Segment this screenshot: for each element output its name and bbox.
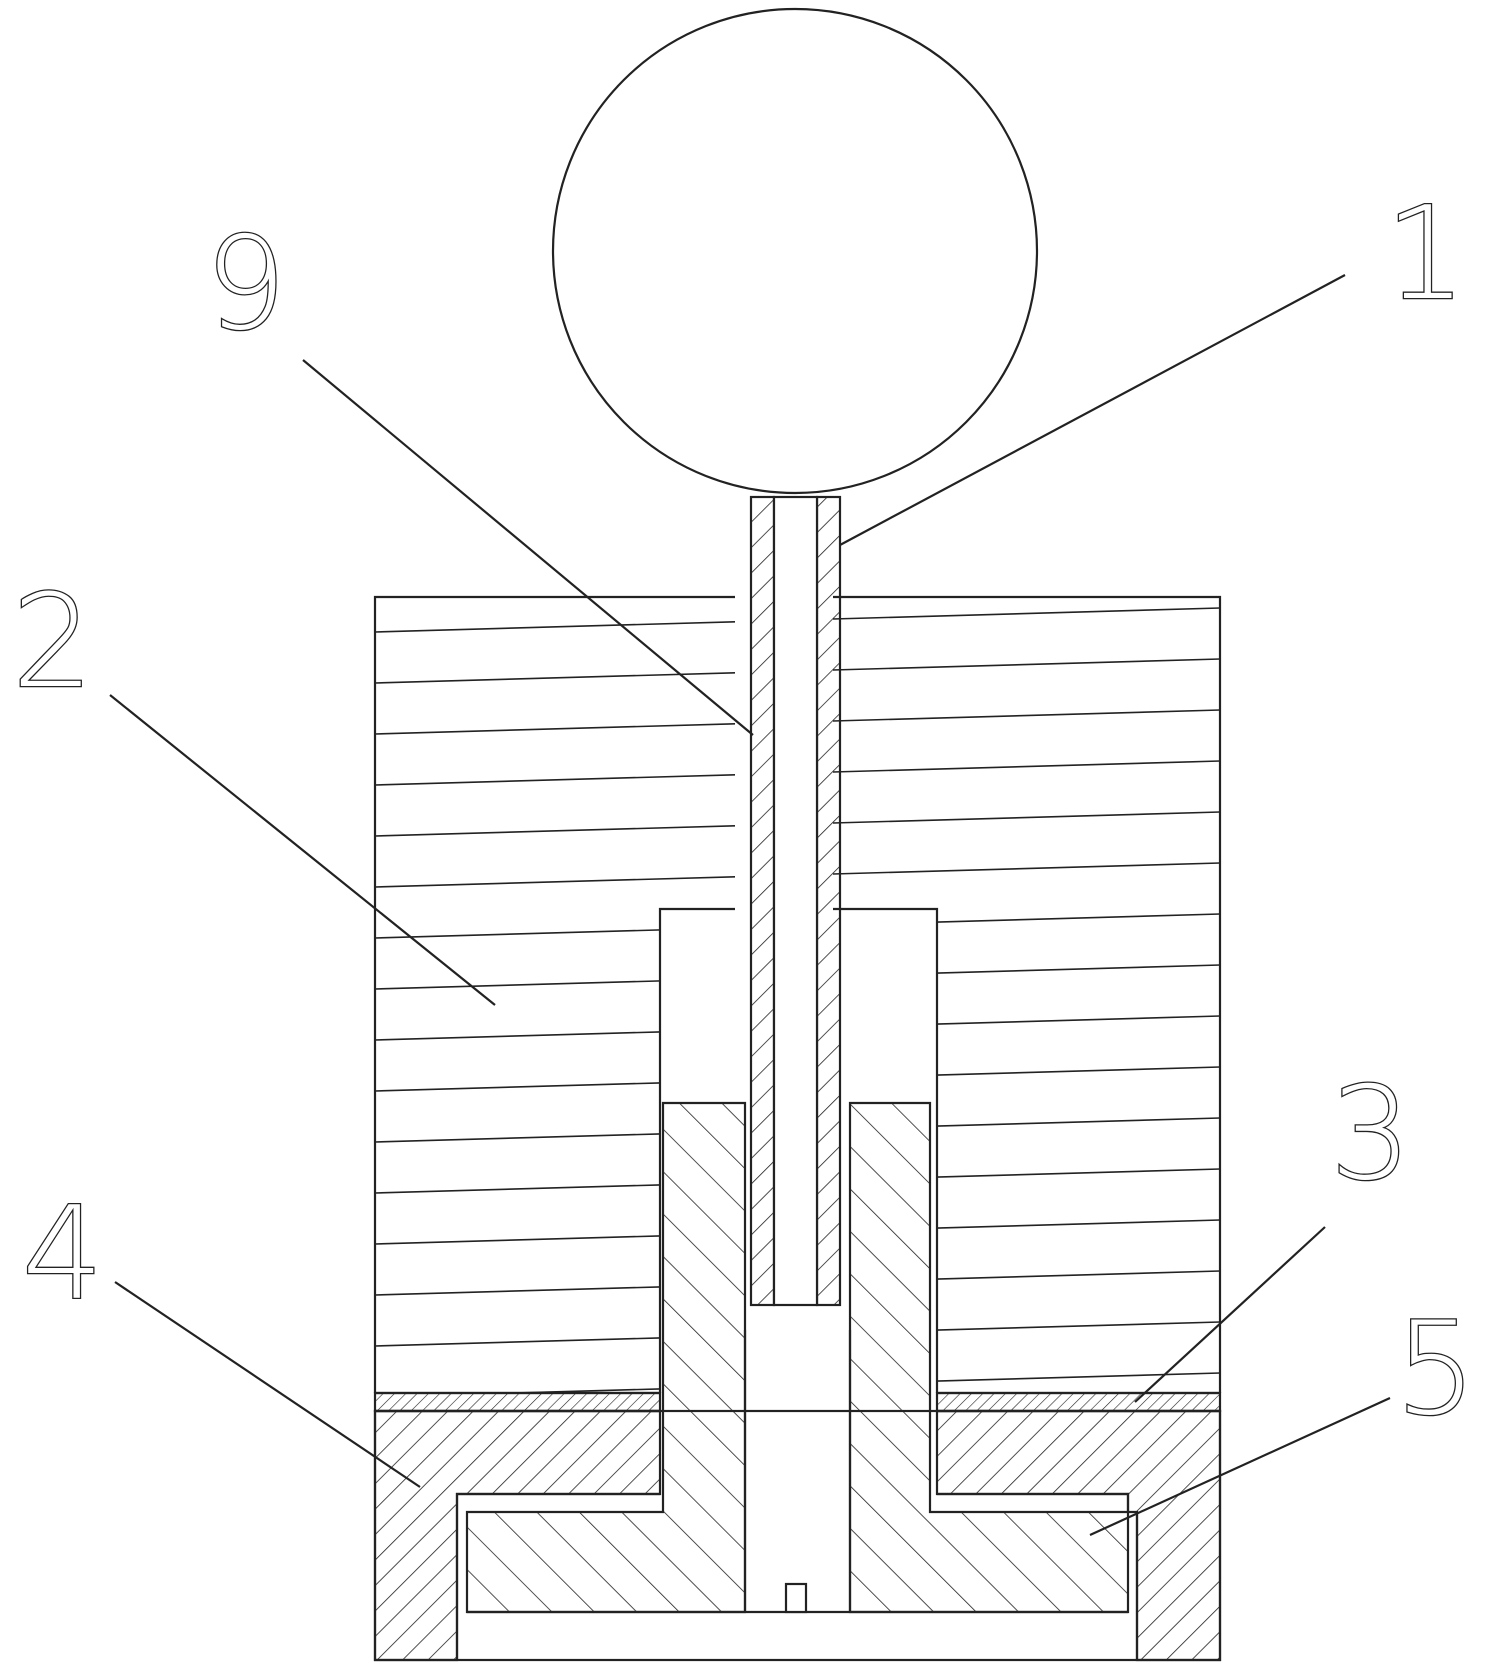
label-1: 1: [1385, 180, 1466, 329]
ball: [551, 7, 1039, 495]
label-5: 5: [1395, 1295, 1476, 1444]
base-cavity: [455, 1492, 1139, 1660]
hatch-line: [375, 1321, 1220, 1347]
stem-left-wall: [749, 495, 776, 1307]
thin-layer: [373, 1391, 1222, 1413]
label-9: 9: [205, 210, 286, 359]
leader-line-2: [109, 694, 496, 1006]
upper-cavity: [658, 907, 939, 1393]
stem-bore: [772, 495, 819, 1307]
small-key: [784, 1582, 808, 1614]
base-housing-outline: [373, 1409, 1222, 1662]
label-2: 2: [12, 568, 93, 717]
leader-line-9: [302, 359, 754, 736]
upper-block-outline: [373, 595, 1222, 1393]
leader-line-3: [1134, 1226, 1326, 1403]
label-3: 3: [1330, 1060, 1411, 1209]
leader-line-1: [839, 274, 1346, 546]
leader-line-4: [114, 1281, 421, 1488]
stem-right-wall: [815, 495, 842, 1307]
label-4: 4: [22, 1180, 103, 1329]
leader-line-5: [1089, 1396, 1391, 1537]
